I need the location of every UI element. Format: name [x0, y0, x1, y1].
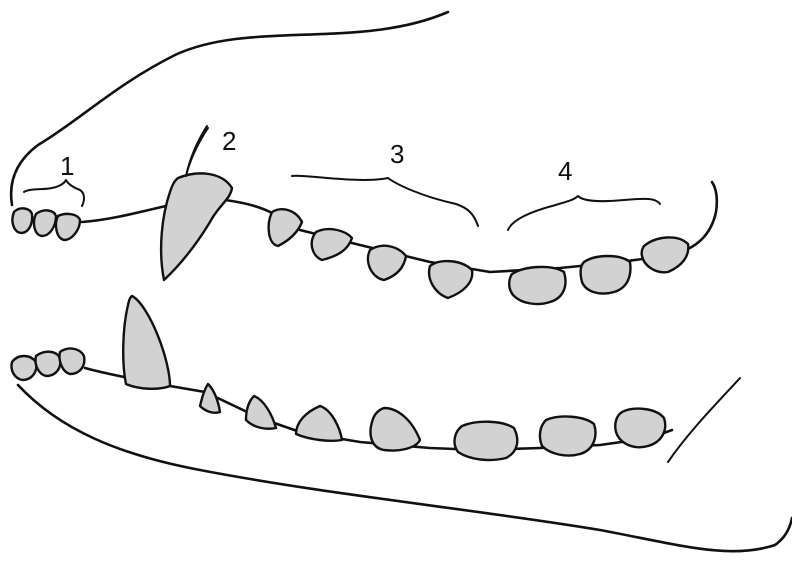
lower-molar: [455, 422, 518, 460]
upper-skull-contour: [11, 12, 448, 205]
upper-molar: [642, 237, 689, 272]
upper-incisor: [56, 214, 80, 240]
premolars-brace: [292, 176, 478, 226]
lower-molar: [615, 409, 665, 448]
skull-outline: [11, 12, 792, 551]
upper-incisor: [12, 208, 32, 233]
label-premolars: 3: [390, 139, 404, 169]
nasal-line: [187, 128, 208, 172]
lower-premolar: [200, 384, 220, 413]
incisors-brace: [24, 180, 84, 206]
upper-molar: [581, 256, 631, 294]
label-molars: 4: [558, 156, 572, 186]
lower-incisor: [59, 349, 84, 374]
upper-teeth: [12, 173, 688, 304]
lower-incisor: [35, 352, 60, 376]
lower-premolar: [371, 408, 421, 451]
lower-premolar: [296, 406, 342, 441]
lower-premolar: [246, 396, 276, 429]
lower-teeth: [11, 296, 665, 460]
lower-incisor: [11, 356, 36, 380]
jaw-hinge-line: [668, 378, 740, 462]
upper-premolar: [312, 229, 352, 260]
upper-premolar: [269, 209, 302, 246]
upper-premolar: [368, 246, 406, 280]
upper-molar: [509, 267, 565, 304]
upper-canine: [161, 173, 232, 280]
lower-canine: [123, 296, 170, 389]
upper-incisor: [34, 210, 56, 236]
lower-molar: [540, 417, 596, 456]
molars-brace: [508, 196, 660, 230]
upper-premolar: [429, 261, 472, 298]
lower-jaw-bottom: [18, 385, 792, 551]
label-canine: 2: [222, 126, 236, 156]
label-incisors: 1: [60, 151, 74, 181]
